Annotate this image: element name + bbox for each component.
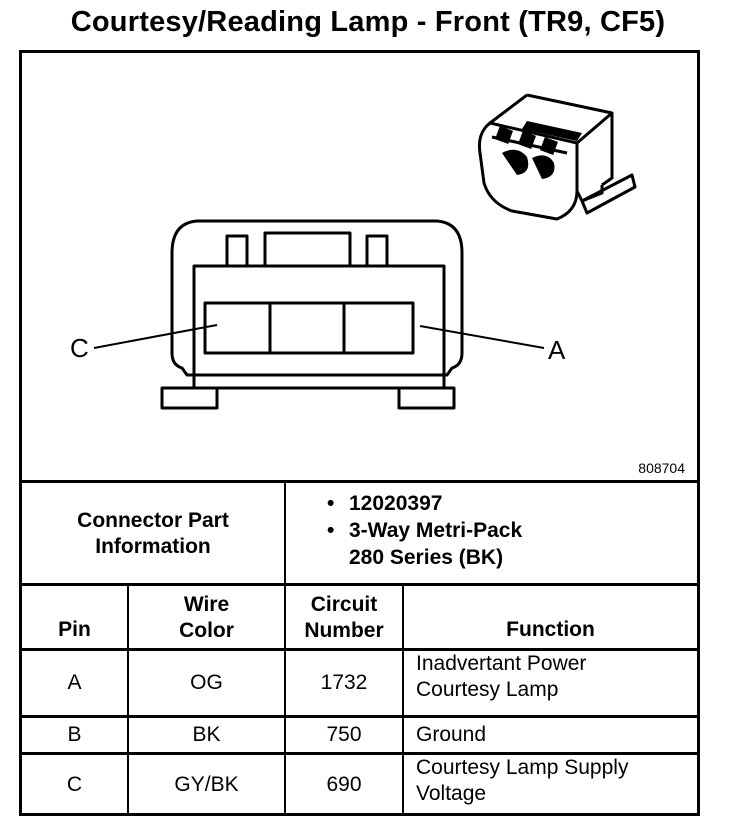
divider — [284, 483, 286, 585]
row-a-wire-color: OG — [190, 671, 223, 694]
list-item: •12020397 — [327, 492, 443, 515]
pin-label-a: A — [548, 335, 566, 365]
row-a-pin: A — [67, 671, 82, 694]
connector-series: 280 Series (BK) — [349, 546, 504, 569]
divider — [127, 586, 129, 816]
connector-part-information-label: Connector Part Information — [77, 509, 229, 558]
row-b-circuit: 750 — [326, 723, 362, 746]
connector-info-list: •12020397 •3-Way Metri-Pack 280 Series (… — [327, 491, 522, 572]
row-b-pin: B — [67, 723, 82, 746]
row-c-function: Courtesy Lamp Supply Voltage — [416, 756, 629, 805]
divider — [22, 583, 697, 586]
part-number: 12020397 — [349, 492, 443, 515]
leader-line-a — [419, 325, 545, 349]
connector-frame: C A 808704 Connector Part Information •1… — [19, 50, 700, 816]
row-c-wire-color: GY/BK — [174, 773, 239, 796]
row-c-pin: C — [66, 773, 83, 796]
row-b-function: Ground — [416, 723, 487, 746]
figure-number: 808704 — [638, 460, 685, 476]
list-item: •3-Way Metri-Pack — [327, 519, 523, 542]
connector-face-view — [160, 219, 464, 410]
header-circuit-number: Circuit Number — [304, 593, 384, 642]
row-c-circuit: 690 — [326, 773, 362, 796]
page-title: Courtesy/Reading Lamp - Front (TR9, CF5) — [70, 6, 666, 38]
divider — [22, 648, 697, 651]
divider — [22, 480, 697, 483]
divider — [22, 715, 697, 718]
connector-diagram: C A — [70, 93, 637, 410]
header-pin: Pin — [58, 618, 91, 641]
header-wire-color: Wire Color — [179, 593, 234, 642]
connector-3d-icon — [478, 93, 637, 221]
row-a-circuit: 1732 — [320, 671, 368, 694]
leader-line-c — [93, 324, 218, 349]
connector-type: 3-Way Metri-Pack — [349, 519, 523, 542]
divider — [22, 752, 697, 755]
divider — [284, 586, 286, 816]
connector-3d-pins — [495, 121, 582, 179]
header-function: Function — [506, 618, 595, 641]
divider — [402, 586, 404, 816]
row-a-function: Inadvertant Power Courtesy Lamp — [416, 652, 587, 701]
row-b-wire-color: BK — [192, 723, 221, 746]
pin-label-c: C — [70, 333, 89, 363]
